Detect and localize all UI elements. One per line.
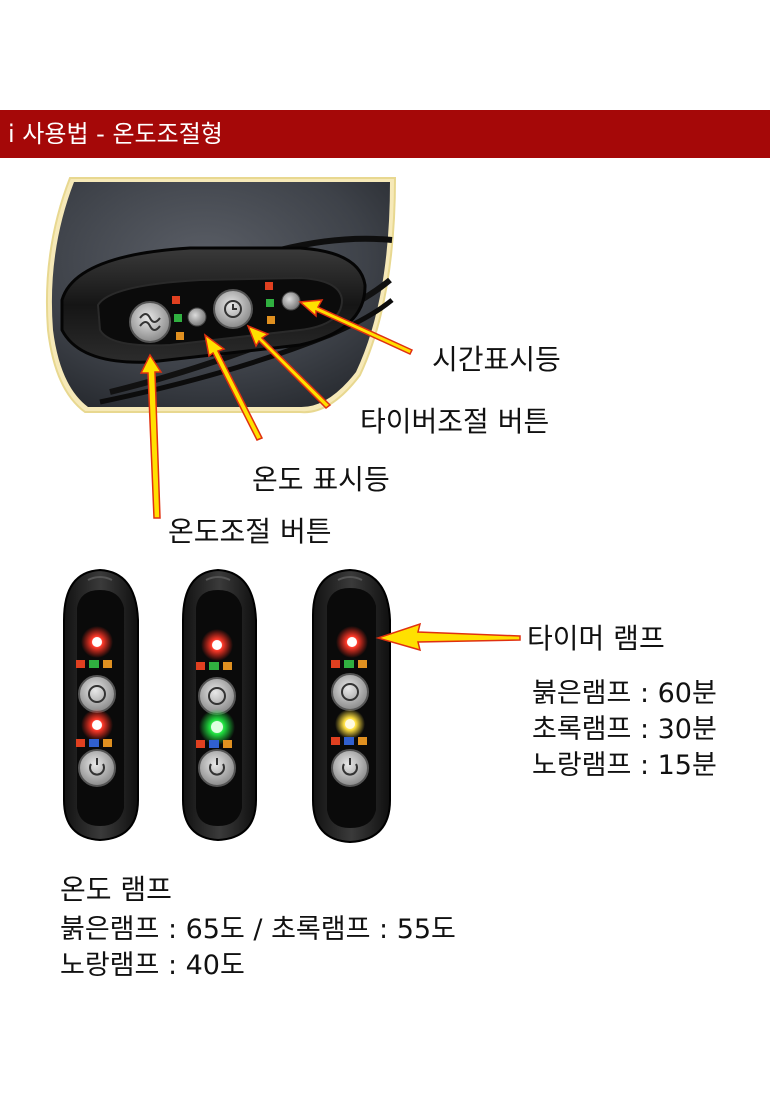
remote-1	[63, 568, 139, 842]
temperature-indicator-leds	[172, 296, 184, 340]
timer-legend-red: 붉은램프 : 60분	[532, 678, 717, 709]
callout-timer-lamp: 타이머 램프	[527, 622, 665, 655]
remote-3	[312, 568, 391, 844]
section-title: i 사용법 - 온도조절형	[8, 120, 223, 148]
time-indicator-lamp	[281, 291, 301, 311]
section-header: i 사용법 - 온도조절형	[0, 110, 770, 158]
timer-clock-icon	[224, 300, 242, 318]
timer-legend-yellow: 노랑램프 : 15분	[532, 750, 717, 781]
arrow-timer-lamp	[375, 622, 521, 652]
timer-indicator-leds	[265, 282, 275, 324]
temp-legend-title: 온도 램프	[60, 873, 172, 906]
arrow-time-indicator	[298, 299, 414, 355]
arrow-temp-button	[139, 353, 163, 519]
callout-time-indicator: 시간표시등	[432, 343, 561, 376]
temperature-indicator-lamp	[187, 307, 207, 327]
callout-temp-indicator: 온도 표시등	[252, 463, 390, 496]
remote-2	[182, 568, 257, 842]
temp-legend: 온도 램프 붉은램프 : 65도 / 초록램프 : 55도 노랑램프 : 40도	[60, 872, 456, 984]
controller-closeup	[45, 177, 397, 414]
arrow-temp-indicator	[203, 333, 264, 441]
temperature-button[interactable]	[129, 301, 171, 343]
callout-timer-button: 타이버조절 버튼	[360, 405, 550, 438]
temp-legend-line1: 붉은램프 : 65도 / 초록램프 : 55도	[60, 914, 456, 945]
callout-arrows	[139, 299, 414, 519]
callout-temp-button: 온도조절 버튼	[168, 515, 332, 548]
power-icon	[89, 758, 105, 776]
temperature-icon	[139, 313, 161, 331]
power-button[interactable]	[78, 749, 116, 787]
timer-legend-green: 초록램프 : 30분	[532, 714, 717, 745]
timer-button[interactable]	[213, 289, 253, 329]
arrow-timer-button	[246, 324, 332, 409]
timer-legend: 붉은램프 : 60분 초록램프 : 30분 노랑램프 : 15분	[532, 676, 717, 784]
temp-legend-line2: 노랑램프 : 40도	[60, 950, 245, 981]
